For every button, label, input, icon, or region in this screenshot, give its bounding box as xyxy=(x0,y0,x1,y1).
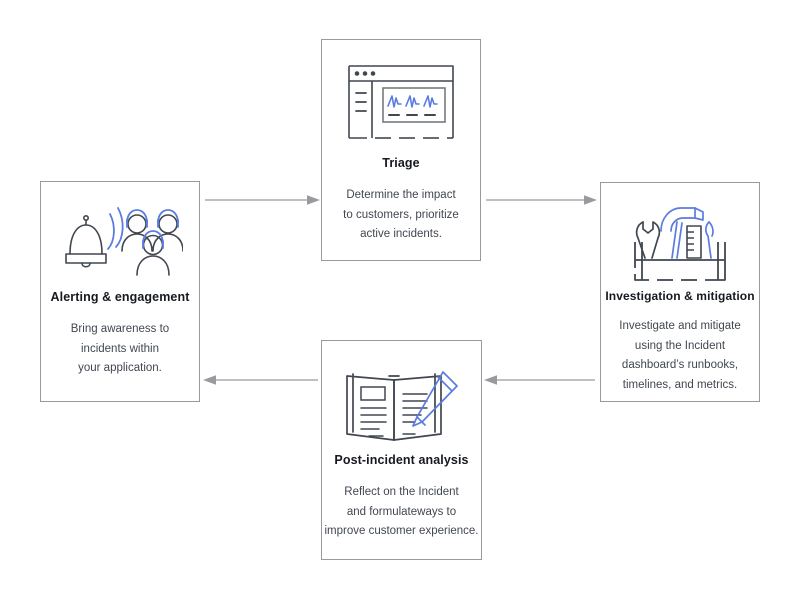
stage-card-triage: Triage Determine the impact to customers… xyxy=(321,39,481,261)
stage-description-postincident: Reflect on the Incident and formulateway… xyxy=(324,486,479,537)
dashboard-window-with-metrics-icon xyxy=(322,56,480,148)
open-book-with-pencil-icon xyxy=(322,357,481,449)
bell-and-people-with-headsets-icon xyxy=(41,196,199,288)
stage-card-investigation: Investigation & mitigation Investigate a… xyxy=(600,182,760,402)
stage-title-alerting: Alerting & engagement xyxy=(50,290,190,304)
stage-description-investigation: Investigate and mitigate using the Incid… xyxy=(619,320,741,391)
stage-description-alerting: Bring awareness to incidents within your… xyxy=(70,323,170,374)
stage-title-investigation: Investigation & mitigation xyxy=(605,289,755,303)
stage-title-postincident: Post-incident analysis xyxy=(334,453,469,467)
arrow-alerting-to-triage xyxy=(203,190,320,215)
stage-title-triage: Triage xyxy=(382,156,420,170)
stage-card-postincident: Post-incident analysis Reflect on the In… xyxy=(321,340,482,560)
arrow-postincident-to-alerting xyxy=(203,370,320,395)
stage-card-alerting: Alerting & engagement Bring awareness to… xyxy=(40,181,200,402)
arrow-triage-to-investigation xyxy=(484,190,597,215)
toolbox-with-tools-icon xyxy=(601,197,759,289)
stage-description-triage: Determine the impact to customers, prior… xyxy=(343,189,459,240)
arrow-investigation-to-postincident xyxy=(484,370,597,395)
